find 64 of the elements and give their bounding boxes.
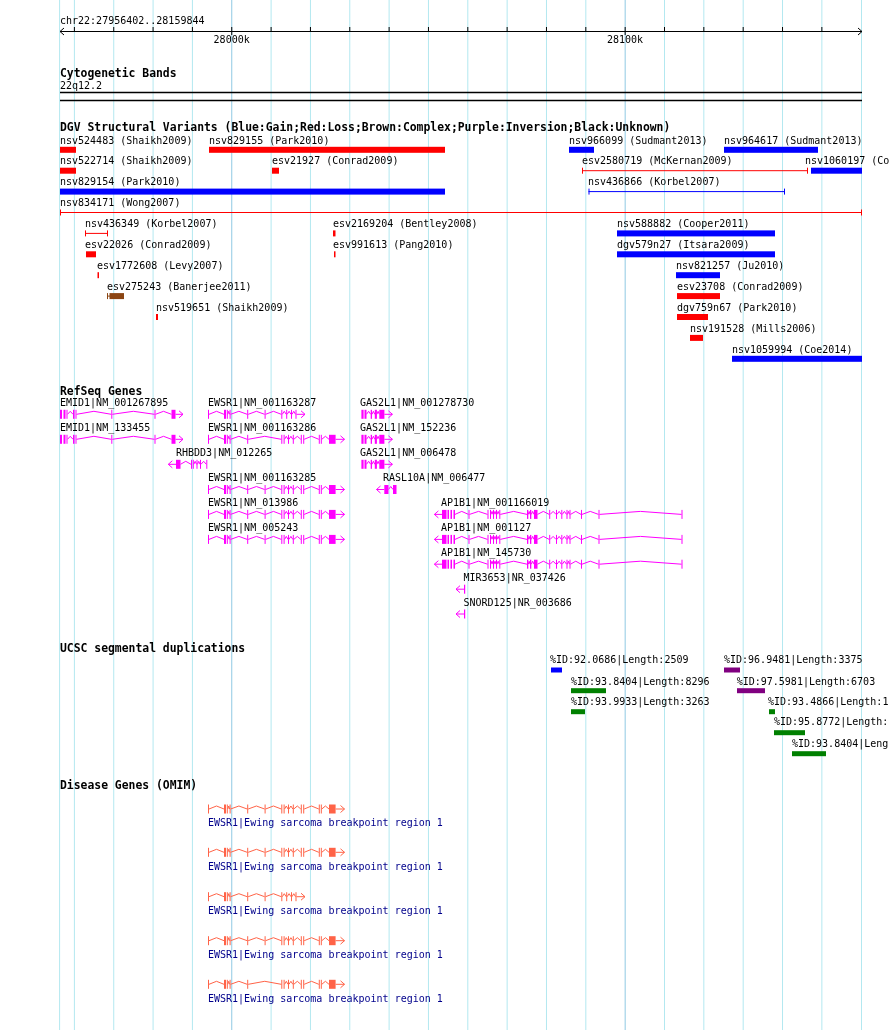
coordinate-label: chr22:27956402..28159844 <box>60 15 205 27</box>
disease-gene-label: EWSR1|Ewing sarcoma breakpoint region 1 <box>208 817 443 830</box>
variant-label: nsv1059994 (Coe2014) <box>732 343 853 356</box>
track-title: RefSeq Genes <box>60 384 143 398</box>
duplication-label: %ID:96.9481|Length:3375 <box>724 654 863 666</box>
duplication-label: %ID:97.5981|Length:6703 <box>736 675 876 688</box>
variant-label: nsv966099 (Sudmant2013) <box>569 134 708 147</box>
variant-label: nsv1060197 (Co <box>805 155 890 168</box>
variant-label: dgv759n67 (Park2010) <box>677 301 798 314</box>
variant-label: nsv588882 (Cooper2011) <box>617 218 750 231</box>
disease-gene-label: EWSR1|Ewing sarcoma breakpoint region 1 <box>208 905 443 917</box>
track-title: Cytogenetic Bands <box>60 67 177 80</box>
disease-gene-label: EWSR1|Ewing sarcoma breakpoint region 1 <box>208 861 443 874</box>
variant-label: nsv436866 (Korbel2007) <box>588 176 721 189</box>
gene-label: GAS2L1|NM_006478 <box>360 446 457 459</box>
gene-label: EWSR1|NM_001163286 <box>208 422 317 435</box>
gene-label: GAS2L1|NM_152236 <box>360 422 457 435</box>
gene-label: EWSR1|NM_013986 <box>208 497 299 510</box>
variant-label: esv2169204 (Bentley2008) <box>333 218 478 231</box>
gene-label: EMID1|NM_001267895 <box>60 397 169 410</box>
gene-label: MIR3653|NR_037426 <box>463 572 566 584</box>
duplication-label: %ID:93.9933|Length:3263 <box>571 696 710 709</box>
variant-label: nsv191528 (Mills2006) <box>690 322 817 335</box>
track-title: UCSC segmental duplications <box>60 641 246 655</box>
variant-label: dgv579n27 (Itsara2009) <box>617 239 750 251</box>
gene-label: SNORD125|NR_003686 <box>463 596 572 609</box>
gene-label: AP1B1|NM_001166019 <box>441 497 550 510</box>
disease-gene-label: EWSR1|Ewing sarcoma breakpoint region 1 <box>208 949 443 961</box>
variant-label: esv991613 (Pang2010) <box>333 239 454 251</box>
gene-label: GAS2L1|NM_001278730 <box>360 397 475 410</box>
gene-label: EMID1|NM_133455 <box>60 422 151 435</box>
gene-label: RASL10A|NM_006477 <box>383 472 486 485</box>
variant-label: nsv829154 (Park2010) <box>60 176 181 189</box>
duplication-label: %ID:93.4866|Length:1 <box>768 696 889 709</box>
track-title: Disease Genes (OMIM) <box>60 778 198 792</box>
gene-label: AP1B1|NM_145730 <box>441 546 532 559</box>
duplication-label: %ID:93.8404|Leng <box>792 738 889 751</box>
band-label: 22q12.2 <box>60 80 103 92</box>
variant-label: esv1772608 (Levy2007) <box>97 259 224 272</box>
variant-label: esv22026 (Conrad2009) <box>85 239 212 251</box>
variant-label: nsv829155 (Park2010) <box>209 134 330 147</box>
variant-label: nsv524483 (Shaikh2009) <box>60 134 193 147</box>
variant-label: nsv834171 (Wong2007) <box>60 197 181 210</box>
gene-label: EWSR1|NM_005243 <box>208 522 299 535</box>
gene-label: EWSR1|NM_001163285 <box>208 472 317 485</box>
duplication-label: %ID:95.8772|Length: <box>774 716 889 729</box>
duplication-label: %ID:93.8404|Length:8296 <box>571 675 710 688</box>
disease-gene-label: EWSR1|Ewing sarcoma breakpoint region 1 <box>208 993 443 1006</box>
variant-label: nsv522714 (Shaikh2009) <box>60 155 193 168</box>
gene-label: RHBDD3|NM_012265 <box>176 446 273 459</box>
track-title: DGV Structural Variants (Blue:Gain;Red:Loss;Brown:Complex;Purple:Inversion;Black:Unknown) <box>60 121 671 135</box>
variant-label: esv2580719 (McKernan2009) <box>582 155 733 168</box>
duplication-label: %ID:92.0686|Length:2509 <box>550 654 689 666</box>
variant-label: esv21927 (Conrad2009) <box>272 155 399 168</box>
scale-label: 28100k <box>607 34 644 46</box>
gene-label: AP1B1|NM_001127 <box>441 522 532 535</box>
variant-label: esv275243 (Banerjee2011) <box>107 280 252 293</box>
variant-label: nsv964617 (Sudmant2013) <box>724 134 863 147</box>
variant-label: nsv436349 (Korbel2007) <box>85 218 218 231</box>
variant-label: nsv519651 (Shaikh2009) <box>156 301 289 314</box>
scale-label: 28000k <box>213 34 250 46</box>
gene-label: EWSR1|NM_001163287 <box>208 397 317 410</box>
variant-label: esv23708 (Conrad2009) <box>677 280 804 293</box>
variant-label: nsv821257 (Ju2010) <box>676 259 785 272</box>
